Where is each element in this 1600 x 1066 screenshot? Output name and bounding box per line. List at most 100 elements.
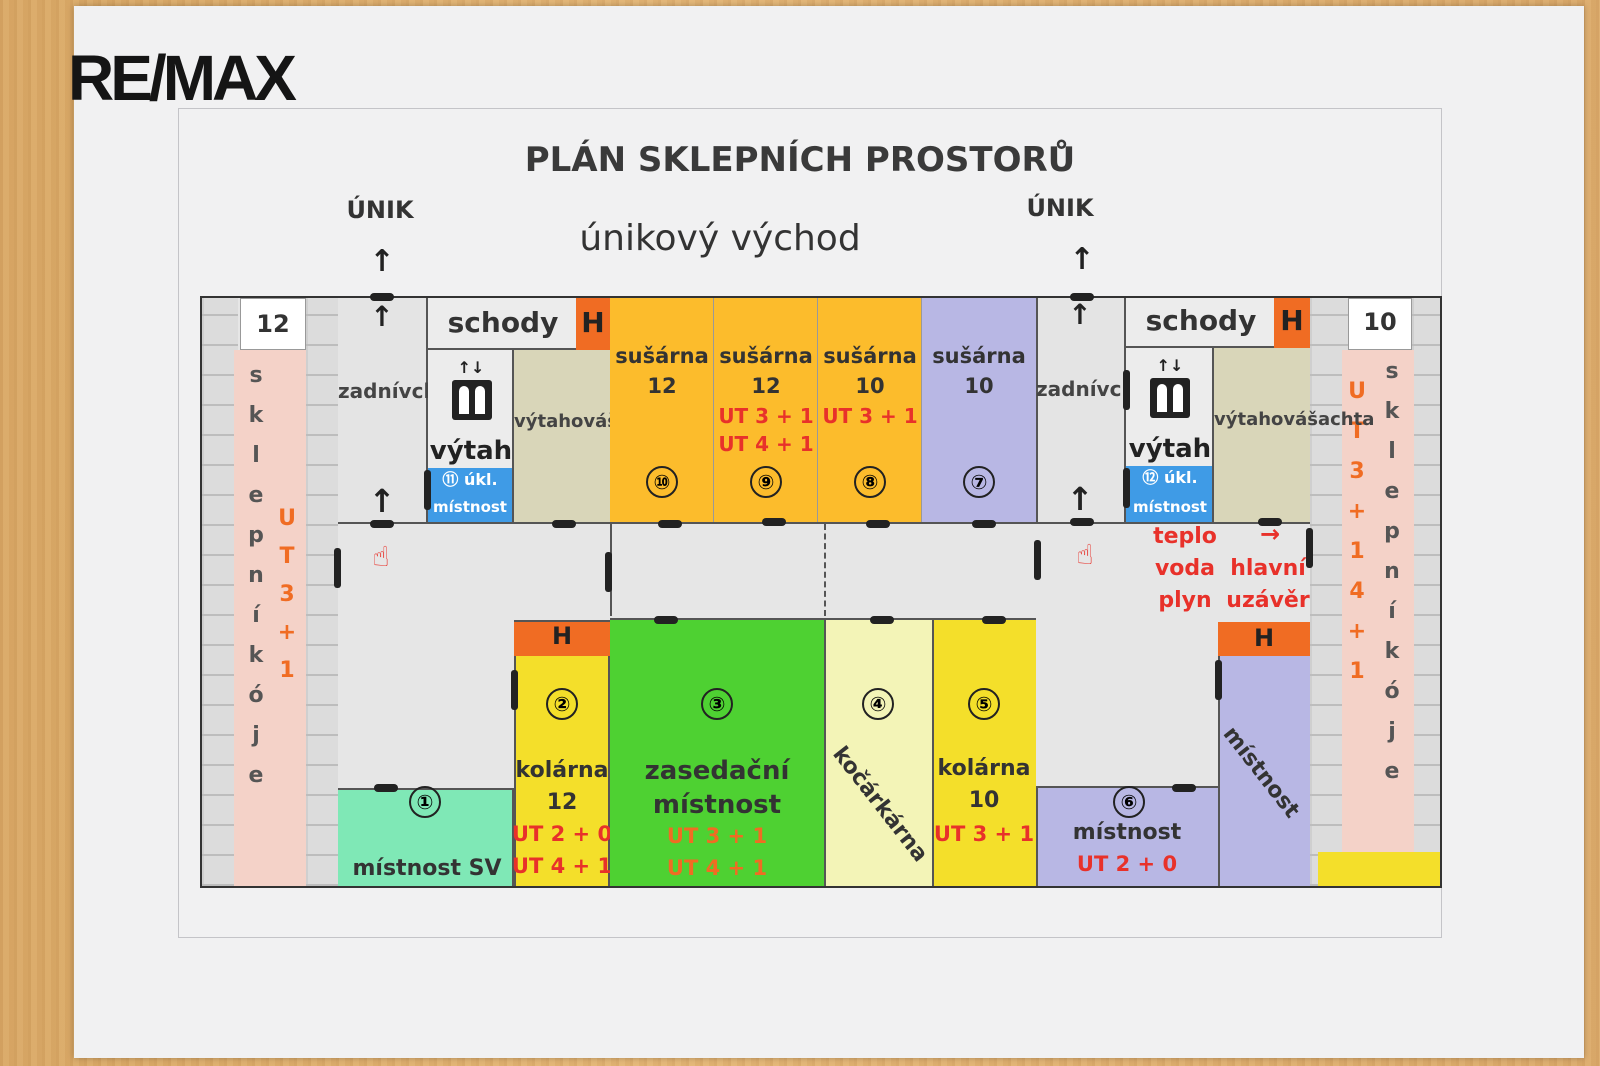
room-3-label-1: zasedační [644, 756, 790, 786]
storage-room-left-label: místnost [433, 498, 507, 516]
cellar-ut-char: + [1347, 499, 1367, 524]
cellar-ut-char: + [1347, 619, 1367, 644]
dry-room-label: sušárna [615, 344, 709, 368]
door [654, 616, 678, 624]
door [866, 520, 890, 528]
cellar-ut-char: U [278, 506, 296, 531]
door [1070, 293, 1094, 301]
dry-room-number: 10 [855, 374, 885, 398]
room-5-ut: UT 3 + 1 [933, 822, 1035, 846]
escape-label-right: ÚNIK [1026, 194, 1094, 222]
door [424, 470, 431, 510]
cellar-ut-char: + [277, 620, 297, 645]
room-6-label: místnost [1072, 820, 1182, 845]
back-entrance-right [1036, 298, 1126, 524]
cellar-ut-char: 1 [1349, 539, 1365, 564]
dry-room-label: sušárna [932, 344, 1026, 368]
stairs-right-label: schody [1145, 304, 1257, 337]
elevator-direction-icon: ↑↓ [457, 358, 485, 377]
storage-room-right [1126, 466, 1214, 524]
cellar-letter: e [1384, 759, 1400, 784]
door [1172, 784, 1196, 792]
elevator-shaft-line: výtahová [1214, 409, 1308, 430]
cellar-ut-char: T [279, 544, 295, 569]
arrow-up-icon: ↑ [1066, 480, 1094, 518]
elevator-shaft-line: šachta [1307, 409, 1375, 430]
back-entrance-left-label: zadnívchod12 [338, 378, 494, 404]
page-title: PLÁN SKLEPNÍCH PROSTORŮ [524, 140, 1076, 180]
door [870, 616, 894, 624]
main-valve-label-2: uzávěr [1226, 588, 1310, 613]
room-2-ut-1: UT 2 + 0 [511, 822, 613, 846]
hydrant-right-label: H [1280, 304, 1304, 337]
room-4-number: ④ [824, 688, 932, 720]
hydrant-left-label: H [581, 306, 605, 339]
hand-pointer-icon: ☝ [1076, 538, 1094, 571]
door [370, 520, 394, 528]
dry-room-circle-number: ⑨ [750, 466, 782, 498]
arrow-up-icon: ↑ [370, 300, 394, 333]
room-5-label: kolárna [937, 756, 1031, 781]
storage-room-right-label: místnost [1133, 498, 1207, 516]
room-6-number: ⑥ [1104, 786, 1154, 818]
cellar-letter: e [1384, 479, 1400, 504]
storage-room-left-title: ⑪ úkl. [430, 466, 510, 490]
cellar-letter: k [1384, 639, 1400, 664]
door [605, 552, 612, 592]
stairs-right [1126, 298, 1274, 348]
room-3-label-2: místnost [652, 790, 782, 820]
elevator-shaft-left [514, 350, 610, 524]
elevator-right-label: výtah [1128, 434, 1212, 464]
room-5-number: ⑤ [932, 688, 1036, 720]
cellar-letter: s [1385, 359, 1399, 384]
main-valve-label-1: hlavní [1230, 556, 1306, 581]
room-1-circle: ① [409, 786, 441, 818]
room-3-number: ③ [610, 688, 824, 720]
door [982, 616, 1006, 624]
brick-wall [202, 298, 238, 886]
room-4 [824, 618, 932, 886]
cellar-letter: e [248, 763, 264, 788]
dry-room-circle: ⑧ [818, 466, 922, 498]
right-cellar-boxes [1342, 350, 1414, 852]
dry-room-circle: ⑩ [610, 466, 714, 498]
storage-number: ⑪ [442, 470, 459, 489]
storage-room-right-title: ⑫ úkl. [1128, 464, 1212, 488]
cellar-letter: l [252, 443, 260, 468]
cellar-letter: k [248, 403, 264, 428]
room-3 [610, 618, 824, 886]
room-5-number-label: 10 [968, 788, 1000, 813]
cellar-letter: p [248, 523, 264, 548]
hand-pointer-icon: ☝ [372, 540, 390, 573]
utility-heat-label: teplo [1153, 524, 1217, 549]
right-block-number-box [1348, 298, 1412, 350]
room-1-number: ① [400, 786, 450, 818]
door [552, 520, 576, 528]
back-entrance-line: zadní [1036, 377, 1097, 401]
dry-room-number: 12 [647, 374, 677, 398]
cellar-letter: í [252, 603, 260, 628]
door [1123, 370, 1130, 410]
elevator-left-label: výtah [429, 436, 513, 466]
stairs-left-label: schody [447, 306, 559, 339]
dry-room-circle: ⑦ [922, 466, 1036, 498]
side-room [1218, 656, 1310, 886]
dry-room-circle-number: ⑩ [646, 466, 678, 498]
elevator-people-icon [1150, 378, 1190, 418]
room-2-ut-2: UT 4 + 1 [511, 854, 613, 878]
door [658, 520, 682, 528]
hydrant-room-2-label: H [551, 622, 573, 650]
yellow-strip [1318, 852, 1440, 886]
brick-wall [306, 298, 338, 886]
back-entrance-left [338, 298, 428, 524]
cellar-ut-char: 4 [1349, 579, 1365, 604]
left-cellar-boxes [234, 350, 306, 886]
dry-room-number: 12 [751, 374, 781, 398]
door [1123, 468, 1130, 508]
cellar-letter: e [248, 483, 264, 508]
stairs-left [428, 298, 576, 350]
dry-room-number: 10 [964, 374, 994, 398]
room-3-ut-2: UT 4 + 1 [666, 856, 768, 880]
